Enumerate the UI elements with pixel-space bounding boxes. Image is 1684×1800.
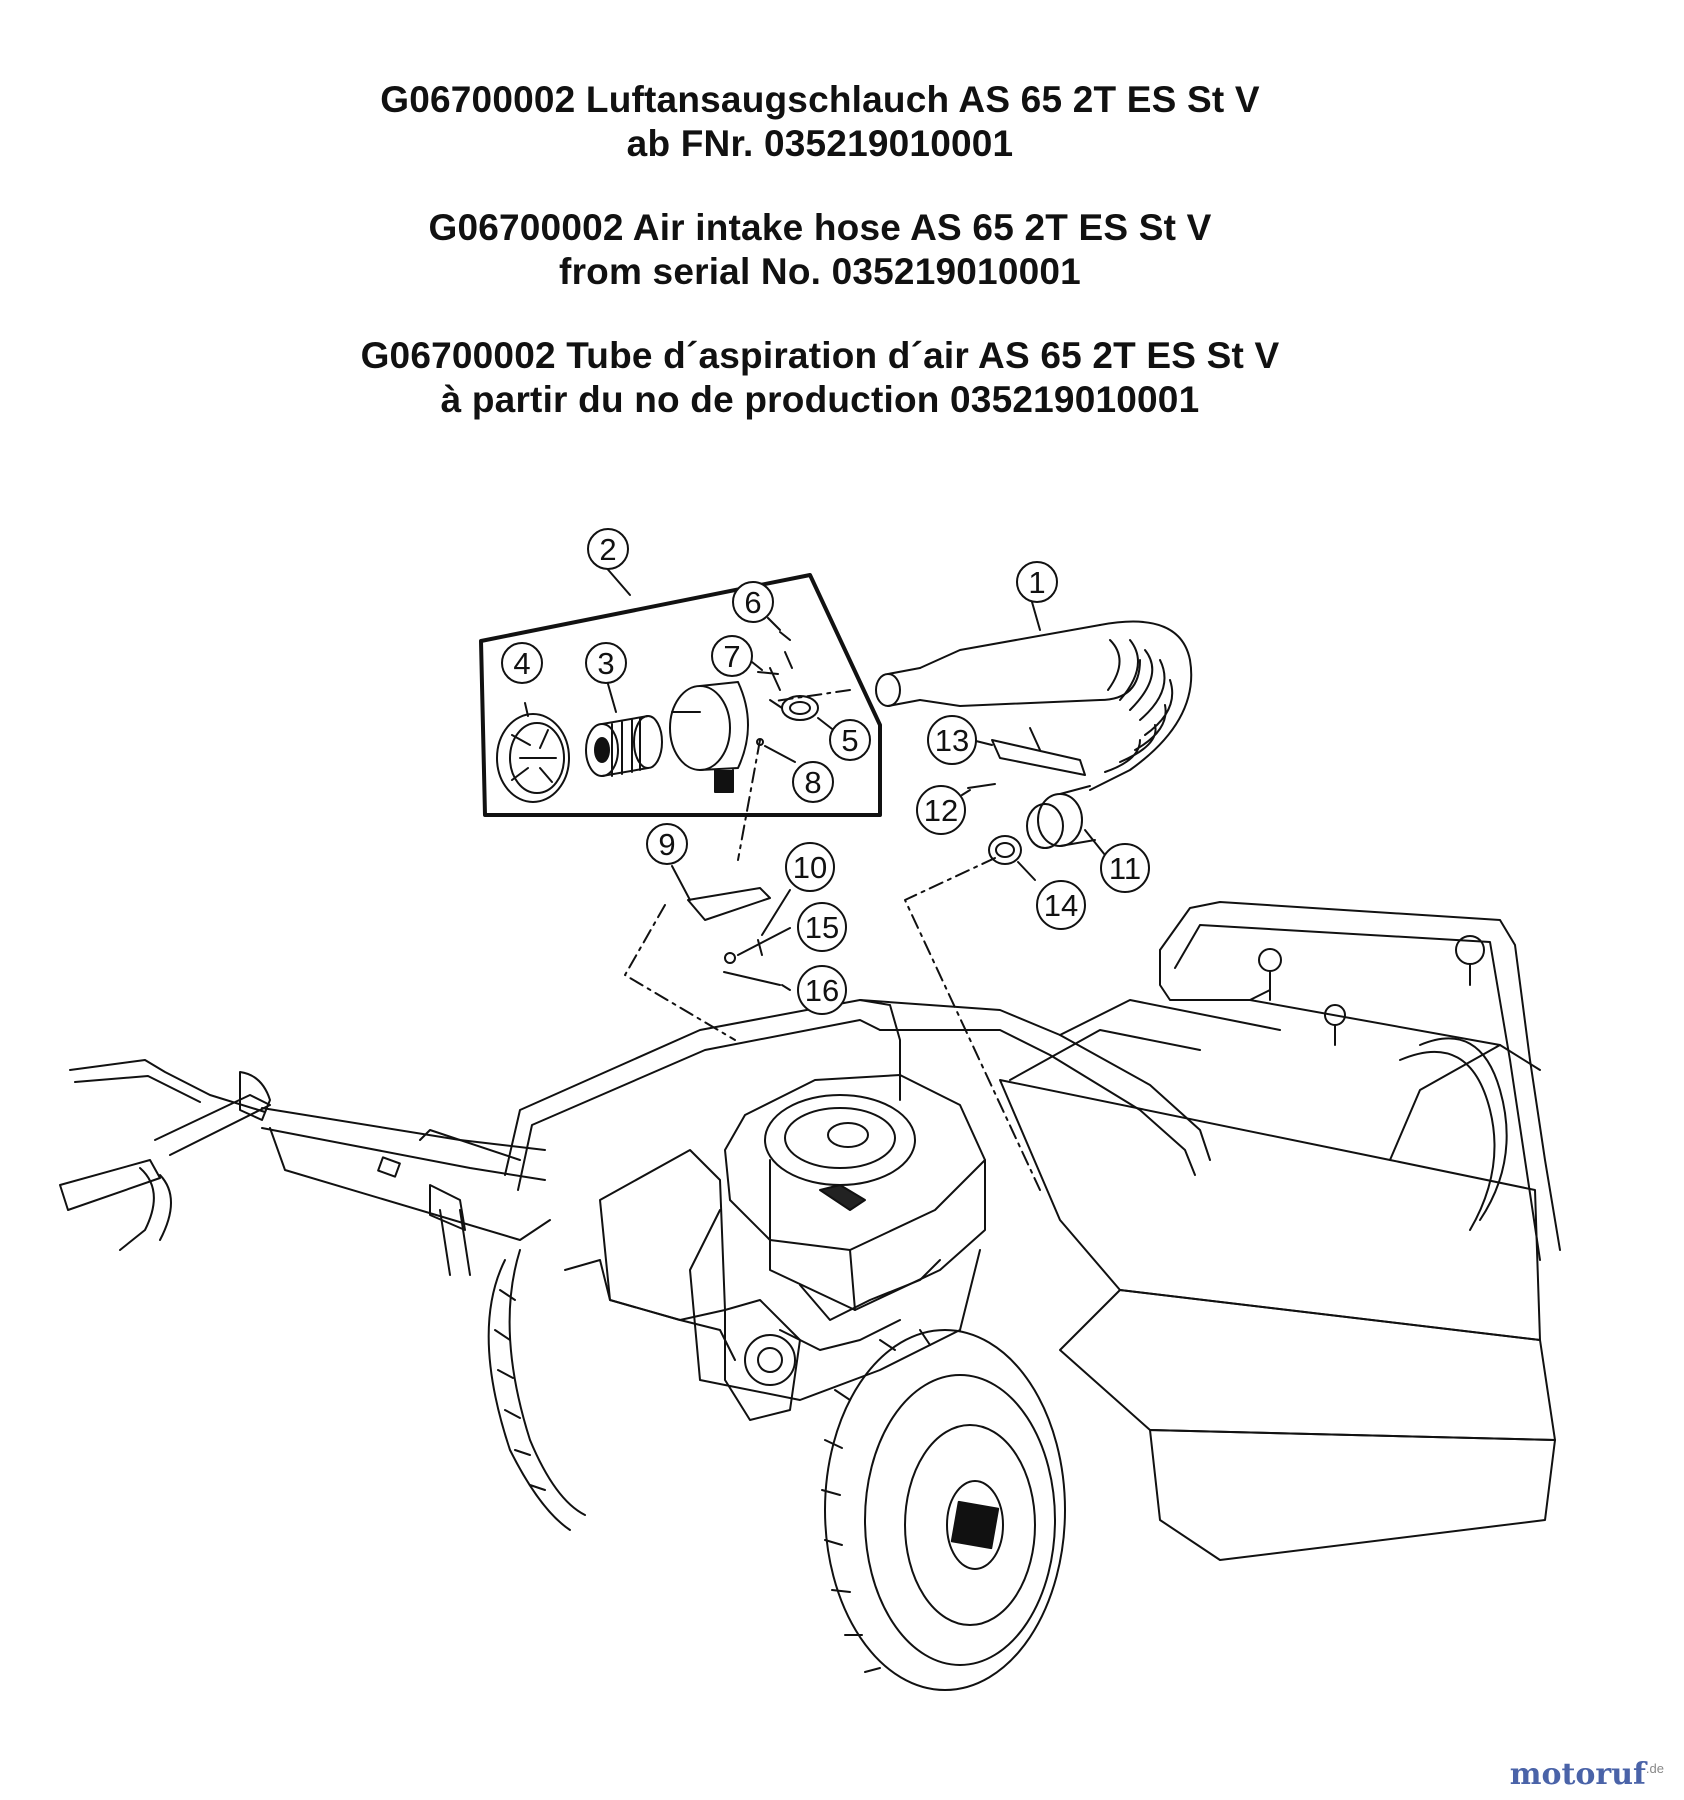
callout-label: 1: [1028, 565, 1045, 600]
callout-label: 10: [793, 850, 827, 885]
title-line: G06700002 Air intake hose AS 65 2T ES St…: [428, 207, 1212, 248]
logo-suffix: .de: [1645, 1761, 1664, 1776]
callout-label: 14: [1044, 888, 1078, 923]
callout-12: 12: [916, 785, 966, 835]
leader-line: [603, 564, 631, 596]
callout-11: 11: [1100, 843, 1150, 893]
title-line: à partir du no de production 03521901000…: [440, 379, 1200, 420]
title-line: G06700002 Luftansaugschlauch AS 65 2T ES…: [380, 79, 1260, 120]
leader-line: [737, 927, 791, 956]
washer-part-15: [724, 952, 736, 964]
bracket-part-13: [991, 739, 1086, 776]
callout-3: 3: [585, 642, 627, 684]
logo-brand: motoruf: [1509, 1757, 1646, 1792]
callout-label: 4: [513, 646, 530, 681]
screw-part-7: [757, 667, 781, 691]
leader-line: [764, 745, 796, 763]
title-block: G06700002 Luftansaugschlauch AS 65 2T ES…: [0, 78, 1640, 462]
callout-label: 15: [805, 910, 839, 945]
filter-housing-part: [669, 681, 749, 793]
front-right-wheel: [821, 1329, 1066, 1691]
callout-4: 4: [501, 642, 543, 684]
leader-line: [524, 702, 529, 717]
assembly-line: [774, 689, 851, 702]
title-german: G06700002 Luftansaugschlauch AS 65 2T ES…: [0, 78, 1640, 166]
callout-13: 13: [927, 715, 977, 765]
title-line: G06700002 Tube d´aspiration d´air AS 65 …: [360, 335, 1280, 376]
handlebar-assembly: [59, 1059, 551, 1276]
leader-line: [671, 865, 691, 901]
callout-label: 11: [1109, 851, 1141, 886]
callout-label: 8: [804, 765, 821, 800]
callout-label: 13: [935, 723, 969, 758]
leader-line: [961, 789, 971, 796]
callout-14: 14: [1036, 880, 1086, 930]
leader-line: [1017, 861, 1036, 881]
clamp-part-5: [769, 695, 819, 721]
callout-label: 2: [599, 532, 616, 567]
callout-16: 16: [797, 965, 847, 1015]
screw-part-10: [757, 939, 763, 956]
leader-line: [1084, 829, 1106, 856]
fuel-tank: [564, 1149, 736, 1361]
air-intake-hose-part: [875, 620, 1193, 849]
callout-label: 7: [723, 639, 740, 674]
callout-label: 12: [924, 793, 958, 828]
rear-wheel: [1399, 1037, 1508, 1231]
side-plate: [724, 1299, 801, 1421]
screw-part-12: [967, 783, 996, 789]
callout-5: 5: [829, 719, 871, 761]
callout-label: 16: [805, 973, 839, 1008]
leader-line: [767, 617, 781, 631]
callout-label: 5: [841, 723, 858, 758]
leader-line: [751, 661, 763, 671]
title-french: G06700002 Tube d´aspiration d´air AS 65 …: [0, 334, 1640, 422]
mower-deck: [999, 935, 1556, 1561]
callout-6: 6: [732, 581, 774, 623]
filter-element-part: [585, 715, 663, 777]
callout-label: 9: [658, 827, 675, 862]
screw-part-6: [779, 631, 793, 669]
callout-8: 8: [792, 761, 834, 803]
filter-cover-part: [496, 713, 570, 803]
assembly-line: [624, 904, 736, 1041]
title-english: G06700002 Air intake hose AS 65 2T ES St…: [0, 206, 1640, 294]
callout-1: 1: [1016, 561, 1058, 603]
callout-label: 3: [597, 646, 614, 681]
clamp-part-14: [988, 835, 1022, 865]
leader-line: [781, 984, 791, 991]
callout-2: 2: [587, 528, 629, 570]
front-left-wheel: [487, 1249, 586, 1531]
callout-label: 6: [744, 585, 761, 620]
assembly-line: [904, 857, 1041, 1191]
callout-9: 9: [646, 823, 688, 865]
motoruf-logo: motoruf.de: [1510, 1757, 1664, 1792]
assembly-line: [737, 739, 761, 861]
callouts: 2 1 6 7 4 3 5 8 13 12 11 14 9 10 15 16: [501, 528, 1150, 1015]
callout-10: 10: [785, 842, 835, 892]
callout-7: 7: [711, 635, 753, 677]
engine-block: [689, 1074, 986, 1401]
bracket-part-9: [687, 887, 771, 921]
mower-frame: [504, 901, 1561, 1261]
callout-15: 15: [797, 902, 847, 952]
leader-line: [607, 683, 617, 713]
screw-part-16: [723, 971, 781, 986]
title-line: ab FNr. 035219010001: [626, 123, 1014, 164]
title-line: from serial No. 035219010001: [559, 251, 1081, 292]
leader-line: [761, 889, 791, 936]
screw-part-13: [1029, 727, 1041, 751]
